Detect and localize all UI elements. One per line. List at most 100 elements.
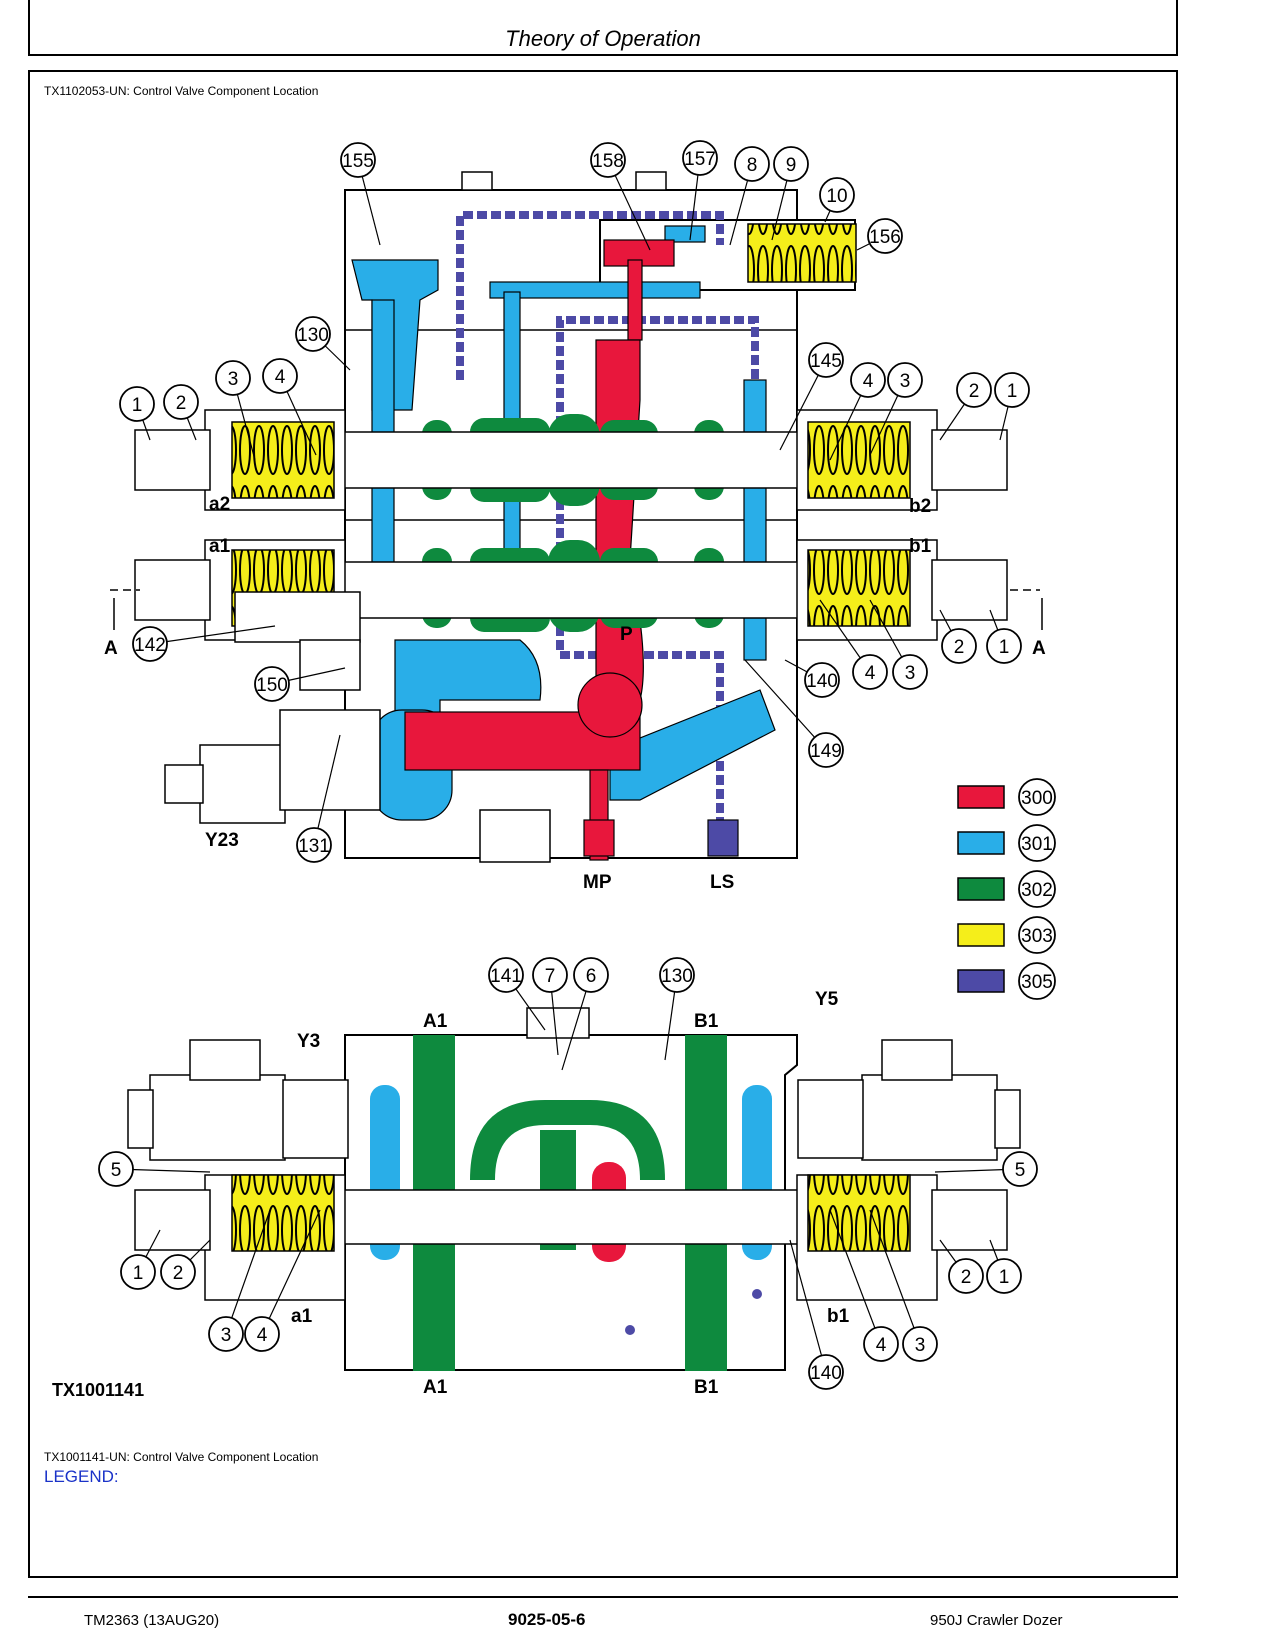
top-callout-0: 155: [342, 151, 374, 172]
bottom-callout-9: 4: [257, 1325, 268, 1346]
legend-heading: LEGEND:: [44, 1467, 119, 1486]
top-callout-19: 140: [806, 671, 838, 692]
label-b1-bottom: b1: [827, 1306, 850, 1327]
bottom-circle-12: [948, 1258, 984, 1294]
top-callout-9: 1: [132, 395, 143, 416]
top-callout-21: 3: [905, 663, 916, 684]
color-key-circle-302: [1018, 870, 1056, 908]
footer-rule: [28, 1596, 1178, 1598]
ls-port: [707, 819, 739, 857]
color-swatch-303: [957, 923, 1005, 947]
top-callout-25: 131: [298, 836, 330, 857]
label-p: P: [620, 624, 633, 645]
bottom-callout-12: 2: [961, 1267, 972, 1288]
top-leader-25: [313, 734, 341, 846]
bottom-circle-7: [160, 1254, 196, 1290]
bottom-leader-14: [789, 1239, 827, 1373]
top-callout-2: 157: [684, 149, 716, 170]
top-circle-13: [850, 362, 886, 398]
label-y23: Y23: [205, 830, 239, 851]
top-circle-25: [296, 827, 332, 863]
label-mp: MP: [583, 872, 612, 893]
color-key-label-302: 302: [1021, 880, 1053, 901]
top-callout-16: 1: [1007, 381, 1018, 402]
bottom-circle-3: [659, 957, 695, 993]
footer-right: 950J Crawler Dozer: [930, 1612, 1063, 1629]
color-swatch-305: [957, 969, 1005, 993]
footer-center: 9025-05-6: [508, 1610, 586, 1629]
color-swatch-302: [957, 877, 1005, 901]
color-key-label-300: 300: [1021, 788, 1053, 809]
bottom-callout-7: 2: [173, 1263, 184, 1284]
bottom-callout-4: 5: [111, 1160, 122, 1181]
label-y3: Y3: [297, 1031, 320, 1052]
color-key-circle-305: [1018, 962, 1056, 1000]
label-a2: a2: [209, 494, 230, 515]
top-callout-24: 149: [810, 741, 842, 762]
top-circle-15: [956, 372, 992, 408]
top-callout-5: 10: [826, 186, 847, 207]
bottom-circle-9: [244, 1316, 280, 1352]
caption-top: TX1102053-UN: Control Valve Component Lo…: [44, 84, 319, 98]
top-circle-10: [163, 384, 199, 420]
top-leader-24: [744, 659, 827, 751]
label-ls: LS: [710, 872, 734, 893]
top-circle-5: [819, 177, 855, 213]
color-key-label-305: 305: [1021, 972, 1053, 993]
top-callout-10: 2: [176, 393, 187, 414]
bottom-callout-2: 6: [586, 966, 597, 987]
label-a-right: A: [1032, 638, 1046, 659]
top-circle-7: [295, 316, 331, 352]
label-y5: Y5: [815, 989, 839, 1010]
color-key: 300 301 302 303 305: [957, 778, 1056, 1000]
color-key-label-303: 303: [1021, 926, 1053, 947]
top-callout-1: 158: [592, 151, 624, 172]
top-callout-11: 3: [228, 369, 239, 390]
top-callout-14: 3: [900, 371, 911, 392]
bottom-callout-6: 1: [133, 1263, 144, 1284]
top-circle-3: [734, 146, 770, 182]
top-circle-24: [808, 732, 844, 768]
bottom-circle-4: [98, 1151, 134, 1187]
top-callout-4: 9: [786, 155, 797, 176]
label-b1-top: B1: [694, 1011, 719, 1032]
bottom-circle-2: [573, 957, 609, 993]
top-callout-7: 130: [297, 325, 329, 346]
color-key-label-301: 301: [1021, 834, 1053, 855]
top-callout-18: 150: [256, 675, 288, 696]
top-circle-0: [340, 142, 376, 178]
label-a1-top: A1: [423, 1011, 448, 1032]
page-title: Theory of Operation: [505, 26, 701, 51]
label-a1-port: A1: [423, 1377, 448, 1398]
label-a-left: A: [104, 638, 118, 659]
top-circle-14: [887, 362, 923, 398]
label-a1: a1: [209, 536, 231, 557]
bottom-circle-5: [1002, 1151, 1038, 1187]
label-a1-bottom: a1: [291, 1306, 313, 1327]
top-circle-20: [852, 654, 888, 690]
top-circle-23: [986, 628, 1022, 664]
color-swatch-300: [957, 785, 1005, 809]
bottom-circle-8: [208, 1316, 244, 1352]
bottom-end-caps: [127, 1039, 1021, 1301]
color-key-circle-303: [1018, 916, 1056, 954]
bottom-callout-1: 7: [545, 966, 556, 987]
bottom-circle-1: [532, 957, 568, 993]
top-circle-2: [682, 140, 718, 176]
top-circle-21: [892, 654, 928, 690]
top-callout-3: 8: [747, 155, 758, 176]
label-b1: b1: [909, 536, 932, 557]
bottom-circle-11: [902, 1326, 938, 1362]
bottom-leader-8: [225, 1209, 271, 1335]
bottom-callout-3: 130: [661, 966, 693, 987]
bottom-callout-14: 140: [810, 1363, 842, 1384]
diagram-labels: a2 b2 a1 b1 A A P Y23 MP LS A1 B1 Y3 Y5 …: [104, 494, 1046, 1398]
bottom-leader-10: [829, 1209, 882, 1345]
label-b2: b2: [909, 496, 931, 517]
bottom-callout-10: 4: [876, 1335, 887, 1356]
top-callout-8: 145: [810, 351, 842, 372]
bottom-callout-0: 141: [490, 966, 522, 987]
top-leader-17: [149, 625, 276, 645]
bottom-callout-13: 1: [999, 1267, 1010, 1288]
